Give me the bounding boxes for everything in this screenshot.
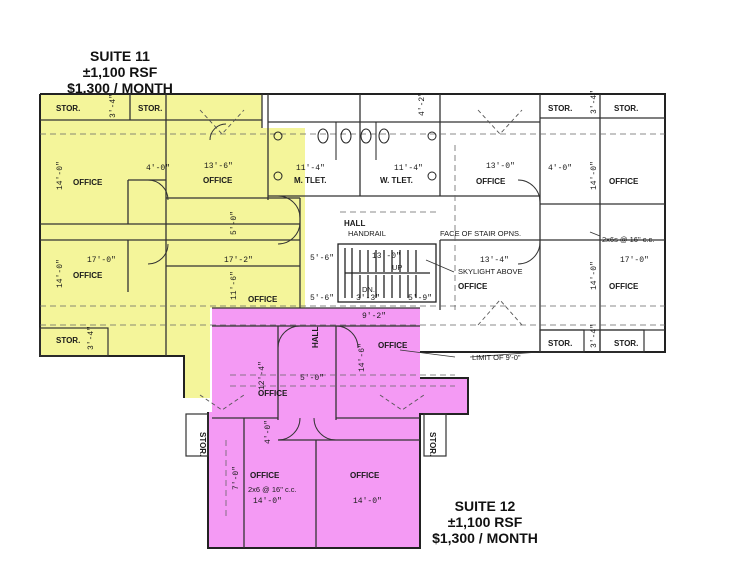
dim-3-4-d: 3'-4" — [590, 324, 599, 348]
dim-17-2: 17'-2" — [224, 256, 253, 265]
note-handrail: HANDRAIL — [348, 229, 386, 238]
dim-12-4: 12'-4" — [258, 361, 267, 390]
room-stor-2: STOR. — [138, 104, 162, 113]
room-suite12-office-4: OFFICE — [350, 471, 380, 480]
dim-3-3: 3'-3" — [356, 294, 380, 303]
room-stor-9: STOR. — [428, 432, 437, 456]
dim-3-4-b: 3'-4" — [87, 326, 96, 350]
dim-5-0-a: 5'-0" — [230, 211, 239, 235]
room-labels: OFFICE OFFICE OFFICE OFFICE STOR. STOR. … — [56, 104, 639, 480]
storage-closets — [39, 327, 645, 457]
dim-14-0-b: 14'-0" — [56, 259, 65, 288]
room-stor-8: STOR. — [198, 432, 207, 456]
ceiling-lines — [40, 133, 665, 520]
room-office-right-2: OFFICE — [609, 282, 639, 291]
note-face-of-stair: FACE OF STAIR OPNS. — [440, 229, 521, 238]
note-limit: LIMIT OF 9'-0" — [472, 353, 521, 362]
toilet-fixtures — [273, 122, 437, 181]
room-stor-6: STOR. — [548, 339, 572, 348]
room-office-right-1: OFFICE — [609, 177, 639, 186]
suite-11-area-fill — [40, 94, 305, 398]
leader-lines — [399, 231, 601, 358]
dim-11-4-a: 11'-4" — [296, 164, 325, 173]
room-suite11-office-1: OFFICE — [73, 178, 103, 187]
room-suite12-office-1: OFFICE — [258, 389, 288, 398]
room-stor-5: STOR. — [614, 104, 638, 113]
suite-11-price: $1,300 / MONTH — [67, 80, 173, 96]
note-stair-up: UP — [392, 263, 402, 272]
suite-12-label: SUITE 12 ±1,100 RSF $1,300 / MONTH — [405, 498, 565, 546]
dim-4-2: 4'-2" — [418, 92, 427, 116]
dimension-labels: 3'-4" 14'-0" 4'-0" 13'-6" 17'-0" 14'-0" … — [56, 90, 649, 506]
room-hall-vertical: HALL — [311, 327, 320, 348]
suite-12-name: SUITE 12 — [454, 498, 516, 514]
room-stor-3: STOR. — [56, 336, 80, 345]
room-office-skylight: OFFICE — [458, 282, 488, 291]
dim-17-0-a: 17'-0" — [87, 256, 116, 265]
note-joists-right: 2x6s @ 16" c.c. — [602, 235, 654, 244]
dim-9-2: 9'-2" — [362, 312, 386, 321]
dim-13-0-b: 13'-0" — [372, 252, 401, 261]
dim-5-0-b: 5'-0" — [300, 374, 324, 383]
room-suite11-office-3: OFFICE — [73, 271, 103, 280]
room-m-tlet: M. TLET. — [294, 176, 326, 185]
interior-walls — [40, 94, 665, 548]
door-swings — [147, 123, 541, 441]
dim-14-0-e: 14'-0" — [253, 497, 282, 506]
dim-14-0-c: 14'-0" — [590, 161, 599, 190]
room-office-center: OFFICE — [476, 177, 506, 186]
dim-14-0-f: 14'-0" — [353, 497, 382, 506]
suite-12-price: $1,300 / MONTH — [432, 530, 538, 546]
note-skylight: SKYLIGHT ABOVE — [458, 267, 522, 276]
dim-17-0-b: 17'-0" — [620, 256, 649, 265]
dim-13-0-a: 13'-0" — [486, 162, 515, 171]
dim-3-4-c: 3'-4" — [590, 90, 599, 114]
room-suite12-office-2: OFFICE — [378, 341, 408, 350]
dim-13-6: 13'-6" — [204, 162, 233, 171]
dim-11-6: 11'-6" — [230, 271, 239, 300]
note-stair-dn: DN. — [362, 285, 375, 294]
room-suite12-office-3: OFFICE — [250, 471, 280, 480]
slope-markers — [199, 109, 523, 411]
room-suite11-office-2: OFFICE — [203, 176, 233, 185]
dim-14-0-a: 14'-0" — [56, 161, 65, 190]
suite-12-area: ±1,100 RSF — [447, 514, 523, 530]
dim-5-6-a: 5'-6" — [310, 254, 334, 263]
suite-12-area-fill — [208, 308, 468, 548]
room-stor-1: STOR. — [56, 104, 80, 113]
dim-14-0-d: 14'-0" — [590, 261, 599, 290]
room-suite11-office-4: OFFICE — [248, 295, 278, 304]
suite-11-label: SUITE 11 ±1,100 RSF $1,300 / MONTH — [40, 48, 200, 96]
dim-7-0: 7'-0" — [232, 466, 241, 490]
room-w-tlet: W. TLET. — [380, 176, 413, 185]
dim-3-4-a: 3'-4" — [109, 94, 118, 118]
suite-11-name: SUITE 11 — [90, 48, 150, 64]
dim-5-6-b: 5'-6" — [310, 294, 334, 303]
note-joists-bottom: 2x6 @ 16" c.c. — [248, 485, 297, 494]
dim-4-0-c: 4'-0" — [264, 420, 273, 444]
room-stor-7: STOR. — [614, 339, 638, 348]
room-stor-4: STOR. — [548, 104, 572, 113]
dim-4-0-a: 4'-0" — [146, 164, 170, 173]
dim-11-4-b: 11'-4" — [394, 164, 423, 173]
dim-4-0-b: 4'-0" — [548, 164, 572, 173]
room-hall: HALL — [344, 219, 365, 228]
dim-13-4: 13'-4" — [480, 256, 509, 265]
annotations: HANDRAIL FACE OF STAIR OPNS. SKYLIGHT AB… — [248, 229, 654, 494]
stair — [337, 243, 437, 303]
dim-14-6: 14'-6" — [358, 343, 367, 372]
suite-11-area: ±1,100 RSF — [82, 64, 158, 80]
dim-5-9: 5'-9" — [408, 294, 432, 303]
